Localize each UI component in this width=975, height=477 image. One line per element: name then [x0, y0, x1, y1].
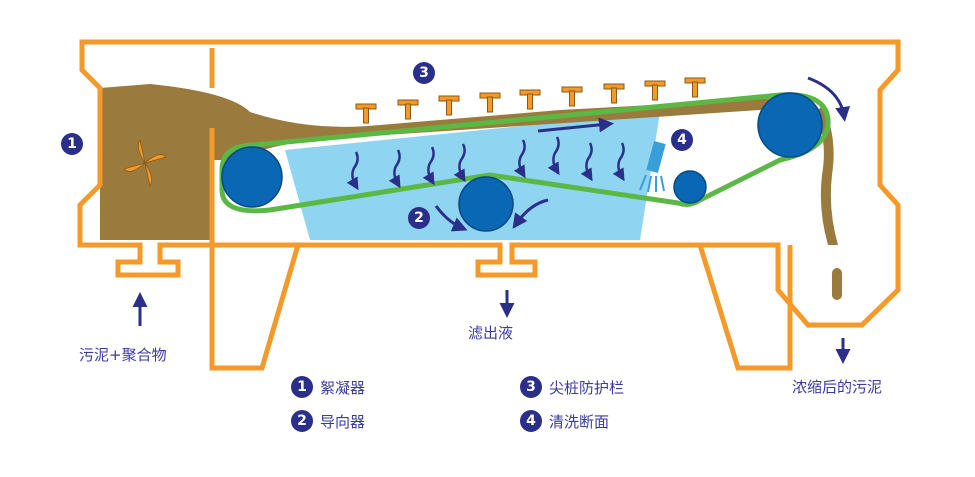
legend-num-2: 2	[291, 410, 313, 432]
drive-roller-right	[757, 92, 823, 158]
legend-text-1: 絮凝器	[320, 379, 366, 397]
legend-text-4: 清洗断面	[549, 413, 610, 431]
legend-num-3: 3	[520, 376, 542, 398]
drainage-arrows	[346, 136, 625, 191]
badge-cleaning: 4	[671, 129, 693, 151]
guide-arrow-right	[512, 198, 549, 229]
guide-arrow-left	[434, 205, 468, 232]
outlet-label: 浓缩后的污泥	[792, 378, 883, 396]
legend-num-1: 1	[291, 376, 313, 398]
rollers	[221, 92, 823, 232]
inlet-label: 污泥+聚合物	[79, 346, 167, 364]
tank-frame	[77, 39, 901, 371]
sludge-drop	[832, 268, 842, 300]
badge-spike-guard: 3	[413, 62, 435, 84]
badge-flocculator: 1	[61, 133, 83, 155]
sludge-discharge-stream	[815, 105, 838, 245]
rotation-arrow	[807, 76, 851, 122]
sludge-inlet-bed	[100, 84, 790, 240]
filtrate-label: 滤出液	[468, 324, 514, 342]
belt-direction-arrow	[537, 117, 614, 133]
legend-text-2: 导向器	[320, 413, 366, 431]
legend-num-4: 4	[520, 410, 542, 432]
drive-roller-left	[221, 146, 283, 208]
tension-roller	[673, 170, 707, 204]
cleaning-nozzle	[639, 140, 666, 193]
spike-guard	[355, 77, 706, 124]
guide-roller-bottom	[458, 176, 514, 232]
flocculator-rotor	[123, 138, 167, 188]
badge-guide: 2	[408, 207, 430, 229]
legend-text-3: 尖桩防护栏	[549, 379, 625, 397]
